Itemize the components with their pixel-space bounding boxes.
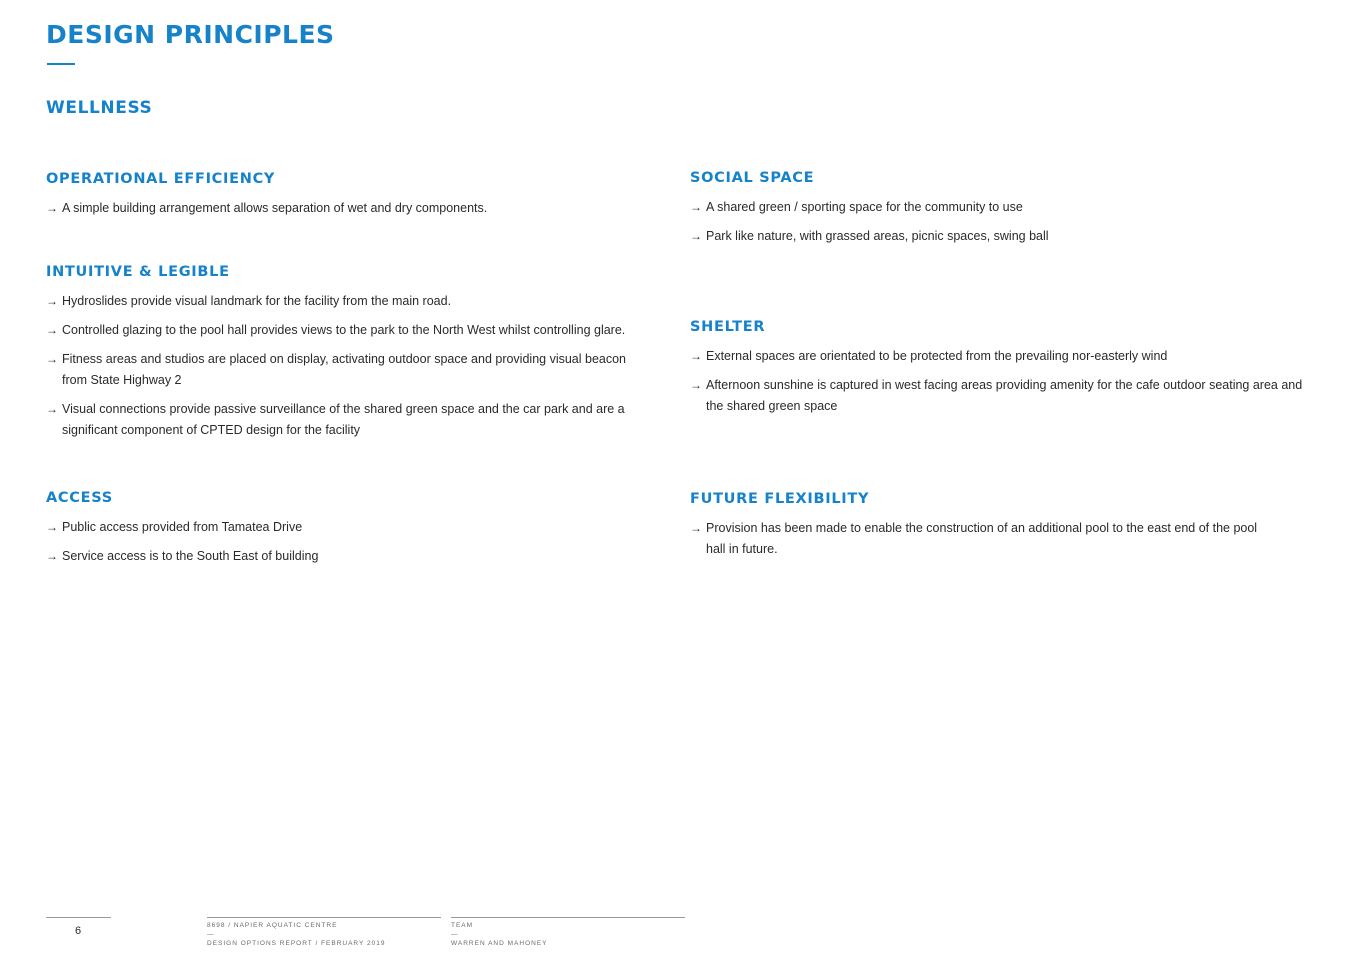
arrow-right-icon: → xyxy=(46,402,58,416)
arrow-right-icon: → xyxy=(46,323,58,337)
arrow-right-icon: → xyxy=(690,200,702,214)
arrow-right-icon: → xyxy=(690,378,702,392)
list-item-text: Public access provided from Tamatea Driv… xyxy=(62,520,303,534)
section-access: ACCESS → Public access provided from Tam… xyxy=(46,490,656,575)
footer-team-name: WARREN AND MAHONEY xyxy=(451,940,548,947)
arrow-right-icon: → xyxy=(46,201,58,215)
footer-rule-team xyxy=(451,917,685,918)
list-item-text: Service access is to the South East of b… xyxy=(62,549,319,563)
list-item: → Visual connections provide passive sur… xyxy=(46,399,648,441)
section-future-flexibility: FUTURE FLEXIBILITY → Provision has been … xyxy=(690,491,1270,568)
page-number: 6 xyxy=(75,925,82,937)
section-heading: FUTURE FLEXIBILITY xyxy=(690,491,870,507)
list-item-text: Park like nature, with grassed areas, pi… xyxy=(706,229,1049,243)
list-item: → Controlled glazing to the pool hall pr… xyxy=(46,320,656,341)
list-item-text: Provision has been made to enable the co… xyxy=(706,521,1258,556)
page-subtitle: WELLNESS xyxy=(46,98,153,118)
footer-report: DESIGN OPTIONS REPORT / FEBRUARY 2019 xyxy=(207,940,386,947)
title-underline xyxy=(47,63,75,65)
page-title: DESIGN PRINCIPLES xyxy=(46,20,335,49)
list-item-text: External spaces are orientated to be pro… xyxy=(706,349,1168,363)
list-item-text: Controlled glazing to the pool hall prov… xyxy=(62,323,626,337)
list-item: → A shared green / sporting space for th… xyxy=(690,197,1300,218)
footer-rule-page xyxy=(46,917,111,918)
arrow-right-icon: → xyxy=(690,349,702,363)
section-heading: OPERATIONAL EFFICIENCY xyxy=(46,171,276,187)
list-item-text: Afternoon sunshine is captured in west f… xyxy=(706,378,1303,413)
arrow-right-icon: → xyxy=(46,352,58,366)
list-item: → External spaces are orientated to be p… xyxy=(690,346,1320,367)
section-operational-efficiency: OPERATIONAL EFFICIENCY → A simple buildi… xyxy=(46,171,656,227)
section-heading: INTUITIVE & LEGIBLE xyxy=(46,264,230,280)
footer-rule-project xyxy=(207,917,441,918)
list-item-text: Hydroslides provide visual landmark for … xyxy=(62,294,452,308)
section-heading: ACCESS xyxy=(46,490,113,506)
list-item: → Public access provided from Tamatea Dr… xyxy=(46,517,656,538)
footer-project: 8698 / NAPIER AQUATIC CENTRE xyxy=(207,922,338,929)
section-heading: SHELTER xyxy=(690,319,766,335)
footer-team-label: TEAM xyxy=(451,922,474,929)
section-shelter: SHELTER → External spaces are orientated… xyxy=(690,319,1320,425)
section-heading: SOCIAL SPACE xyxy=(690,170,815,186)
list-item: → Service access is to the South East of… xyxy=(46,546,656,567)
list-item: → Park like nature, with grassed areas, … xyxy=(690,226,1300,247)
list-item: → A simple building arrangement allows s… xyxy=(46,198,656,219)
list-item: → Hydroslides provide visual landmark fo… xyxy=(46,291,656,312)
list-item: → Afternoon sunshine is captured in west… xyxy=(690,375,1316,417)
footer-dash: — xyxy=(207,931,215,938)
list-item-text: Visual connections provide passive surve… xyxy=(62,402,625,437)
list-item-text: Fitness areas and studios are placed on … xyxy=(62,352,627,387)
list-item: → Provision has been made to enable the … xyxy=(690,518,1266,560)
list-item: → Fitness areas and studios are placed o… xyxy=(46,349,648,391)
list-item-text: A simple building arrangement allows sep… xyxy=(62,201,488,215)
arrow-right-icon: → xyxy=(690,229,702,243)
section-intuitive-legible: INTUITIVE & LEGIBLE → Hydroslides provid… xyxy=(46,264,656,449)
footer-dash: — xyxy=(451,931,459,938)
arrow-right-icon: → xyxy=(690,521,702,535)
arrow-right-icon: → xyxy=(46,520,58,534)
section-social-space: SOCIAL SPACE → A shared green / sporting… xyxy=(690,170,1300,255)
list-item-text: A shared green / sporting space for the … xyxy=(706,200,1023,214)
arrow-right-icon: → xyxy=(46,294,58,308)
arrow-right-icon: → xyxy=(46,549,58,563)
